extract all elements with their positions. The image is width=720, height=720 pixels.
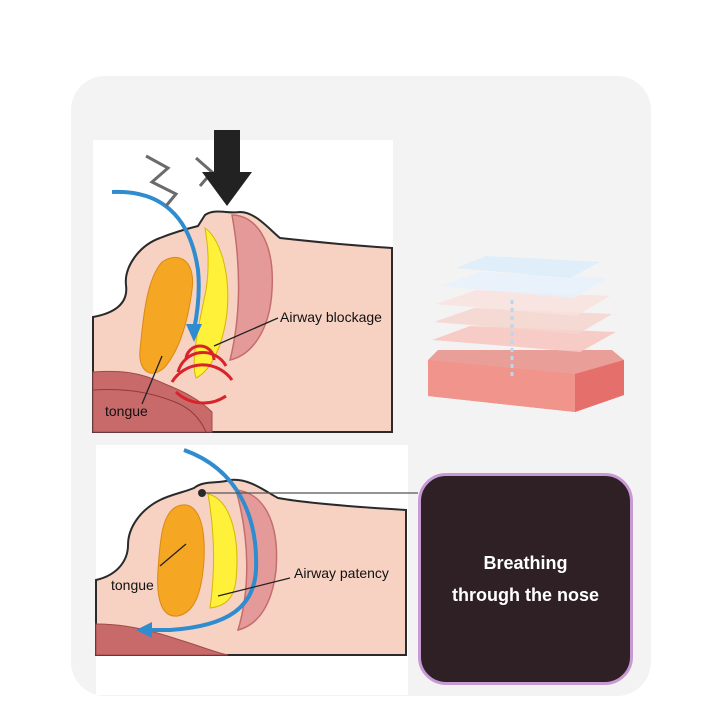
pressure-down-arrow-icon <box>202 130 252 206</box>
airflow-arrow-clear <box>150 448 259 632</box>
patch-material-layers <box>428 256 624 412</box>
callout-line-1: Breathing <box>483 553 568 573</box>
vibration-icon <box>170 344 234 405</box>
callout-line-2: through the nose <box>452 585 599 605</box>
snore-zigzag-icon <box>145 154 179 207</box>
label-airway-patency: Airway patency <box>294 565 389 581</box>
label-airway-blockage: Airway blockage <box>280 309 382 325</box>
label-tongue-top: tongue <box>105 403 148 419</box>
top-head-illustration <box>92 130 393 433</box>
bottom-head-illustration <box>95 445 418 695</box>
label-tongue-bottom: tongue <box>111 577 154 593</box>
airflow-arrow <box>111 189 201 331</box>
nose-breathing-callout: Breathing through the nose <box>418 473 633 685</box>
